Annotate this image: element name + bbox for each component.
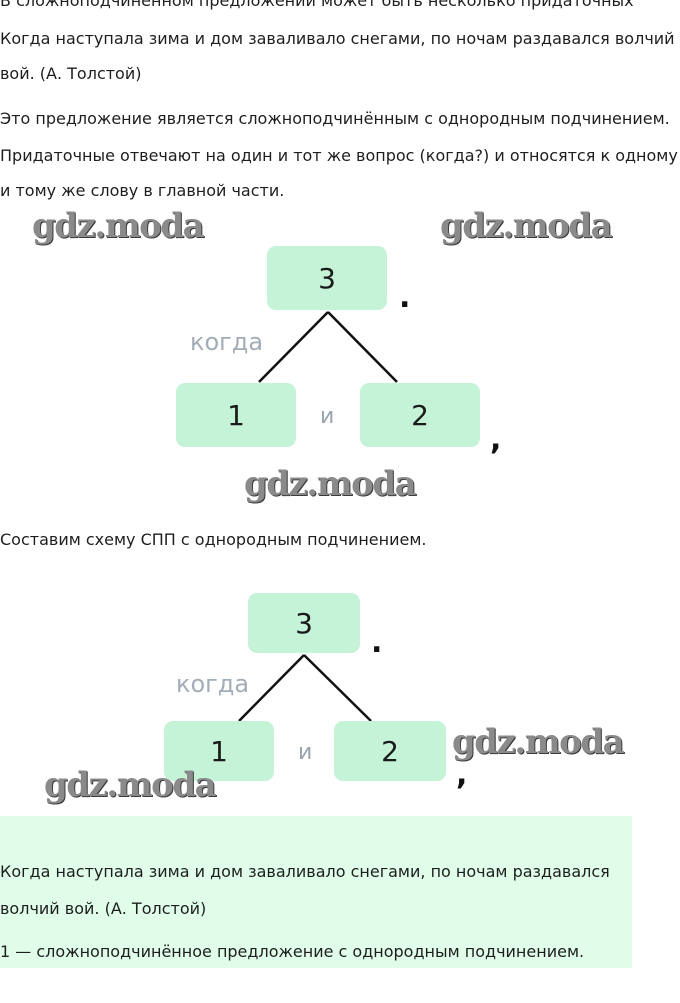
schema-caption: Составим схему СПП с однородным подчинен… bbox=[0, 530, 427, 549]
period-mark: . bbox=[399, 280, 411, 315]
watermark-logo: gdz.moda bbox=[440, 206, 613, 246]
answer-sentence-line-1: Когда наступала зима и дом заваливало сн… bbox=[0, 862, 610, 881]
comma-mark: , bbox=[490, 422, 502, 457]
question-label: когда bbox=[190, 328, 264, 356]
cutoff-text: В сложноподчинённом предложении может бы… bbox=[0, 0, 634, 10]
subordinate-clause-1-box: 1 bbox=[176, 383, 296, 447]
example-sentence-line-1: Когда наступала зима и дом заваливало сн… bbox=[0, 29, 675, 48]
watermark-logo: gdz.moda bbox=[244, 464, 417, 504]
answer-sentence-line-2: волчий вой. (А. Толстой) bbox=[0, 899, 207, 918]
cutoff-text-line: В сложноподчинённом предложении может бы… bbox=[0, 0, 660, 17]
subordinate-clause-1-box: 1 bbox=[164, 721, 274, 781]
conjunction-label: и bbox=[320, 404, 335, 429]
watermark-logo: gdz.moda bbox=[32, 206, 205, 246]
period-mark: . bbox=[371, 625, 383, 660]
conjunction-label: и bbox=[298, 740, 313, 765]
answer-block bbox=[0, 816, 632, 968]
comma-mark: , bbox=[456, 757, 468, 792]
watermark-logo: gdz.moda bbox=[44, 765, 217, 805]
watermark-logo: gdz.moda bbox=[452, 722, 625, 762]
explanation-line-2: Придаточные отвечают на один и тот же во… bbox=[0, 146, 678, 165]
main-clause-box: 3 bbox=[248, 593, 360, 653]
explanation-line-3: и тому же слову в главной части. bbox=[0, 181, 285, 200]
subordinate-clause-2-box: 2 bbox=[360, 383, 480, 447]
subordinate-clause-2-box: 2 bbox=[334, 721, 446, 781]
example-sentence-line-2: вой. (А. Толстой) bbox=[0, 64, 142, 83]
explanation-line-1: Это предложение является сложноподчинённ… bbox=[0, 109, 670, 128]
main-clause-box: 3 bbox=[267, 246, 387, 310]
question-label: когда bbox=[176, 670, 250, 698]
answer-conclusion: 1 — сложноподчинённое предложение с одно… bbox=[0, 942, 585, 961]
